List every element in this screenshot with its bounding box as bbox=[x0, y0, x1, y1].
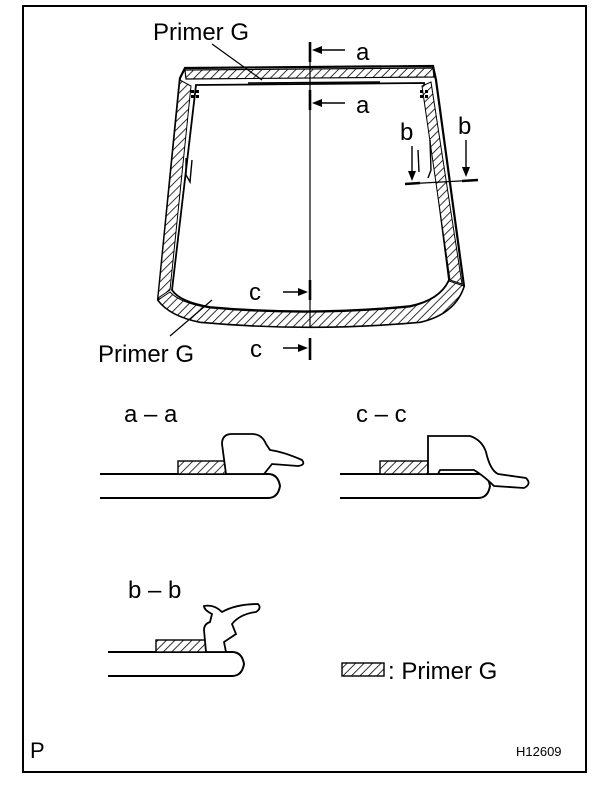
footer-figure-id: H12609 bbox=[516, 744, 562, 759]
section-cc-molding bbox=[427, 435, 530, 489]
label-cut-c-top: c bbox=[249, 279, 261, 306]
label-cut-c-bottom: c bbox=[250, 336, 262, 363]
corner-dots-left bbox=[191, 90, 199, 98]
section-bb-title: b – b bbox=[128, 577, 181, 604]
bottom-primer-strip bbox=[157, 280, 465, 328]
leader-primer-bottom bbox=[169, 299, 213, 337]
section-aa-primer bbox=[177, 460, 227, 475]
left-clip bbox=[185, 158, 193, 185]
legend: : Primer G bbox=[341, 658, 497, 685]
section-bb: b – b bbox=[108, 577, 261, 677]
section-aa-plate bbox=[100, 473, 282, 499]
label-cut-b-left: b bbox=[400, 119, 413, 146]
legend-label: : Primer G bbox=[388, 658, 497, 685]
label-cut-a-top: a bbox=[356, 39, 370, 66]
label-cut-b-right: b bbox=[458, 113, 471, 140]
corner-dots-right bbox=[420, 90, 428, 98]
section-cc-plate bbox=[340, 473, 492, 499]
footer-left-code: P bbox=[30, 738, 45, 763]
label-primer-bottom: Primer G bbox=[98, 341, 194, 368]
right-primer-strip bbox=[421, 81, 463, 285]
section-cc-title: c – c bbox=[356, 401, 407, 428]
section-bb-plate bbox=[108, 651, 246, 677]
section-bb-primer bbox=[155, 639, 207, 653]
label-primer-top: Primer G bbox=[153, 19, 249, 46]
top-primer-line bbox=[247, 81, 381, 84]
label-cut-a-bottom: a bbox=[356, 92, 370, 119]
section-cc: c – c bbox=[340, 401, 530, 499]
section-aa-molding bbox=[221, 433, 305, 475]
left-primer-strip bbox=[157, 79, 192, 300]
right-clip-2 bbox=[417, 149, 420, 173]
page-frame bbox=[22, 5, 587, 773]
section-aa-title: a – a bbox=[124, 401, 178, 428]
legend-swatch bbox=[341, 662, 385, 677]
section-aa: a – a bbox=[100, 401, 305, 499]
right-clip-1 bbox=[427, 139, 432, 179]
section-bb-molding bbox=[203, 603, 261, 653]
leader-primer-top bbox=[211, 43, 263, 81]
section-cc-primer bbox=[379, 460, 429, 475]
